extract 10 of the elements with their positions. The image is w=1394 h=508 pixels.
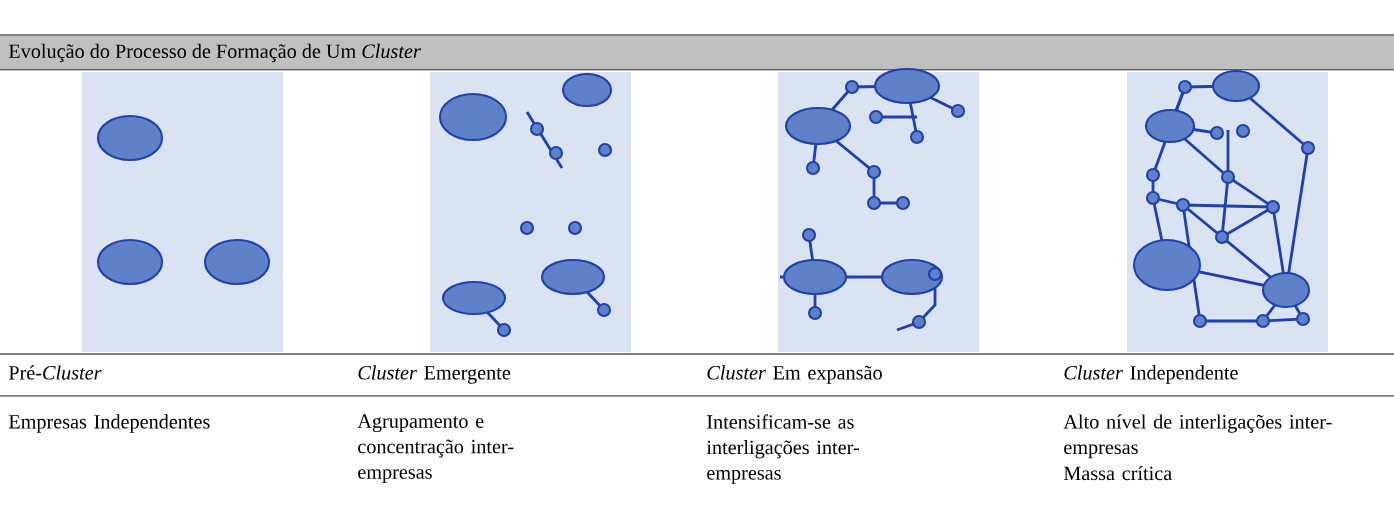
stage-description: Alto nível de interligações inter-empresas [1063, 414, 1332, 459]
stage-name: Cluster Emergente [358, 365, 511, 384]
stage-description: Massa crítica [1063, 465, 1172, 481]
stage-name: Cluster Independente [1064, 365, 1238, 384]
stage-name: Cluster Em expansão [707, 365, 882, 384]
stage-description: Empresas Independentes [8, 414, 210, 433]
stage-description: Intensificam-se as interligações inter-empresas [706, 414, 859, 484]
stage-description: Agrupamento e concentração inter-empresas [357, 414, 514, 483]
stage-name: Pré-Cluster [8, 365, 102, 380]
title-band: Evolução do Processo de Formação de Um Cluster [0, 36, 1394, 70]
